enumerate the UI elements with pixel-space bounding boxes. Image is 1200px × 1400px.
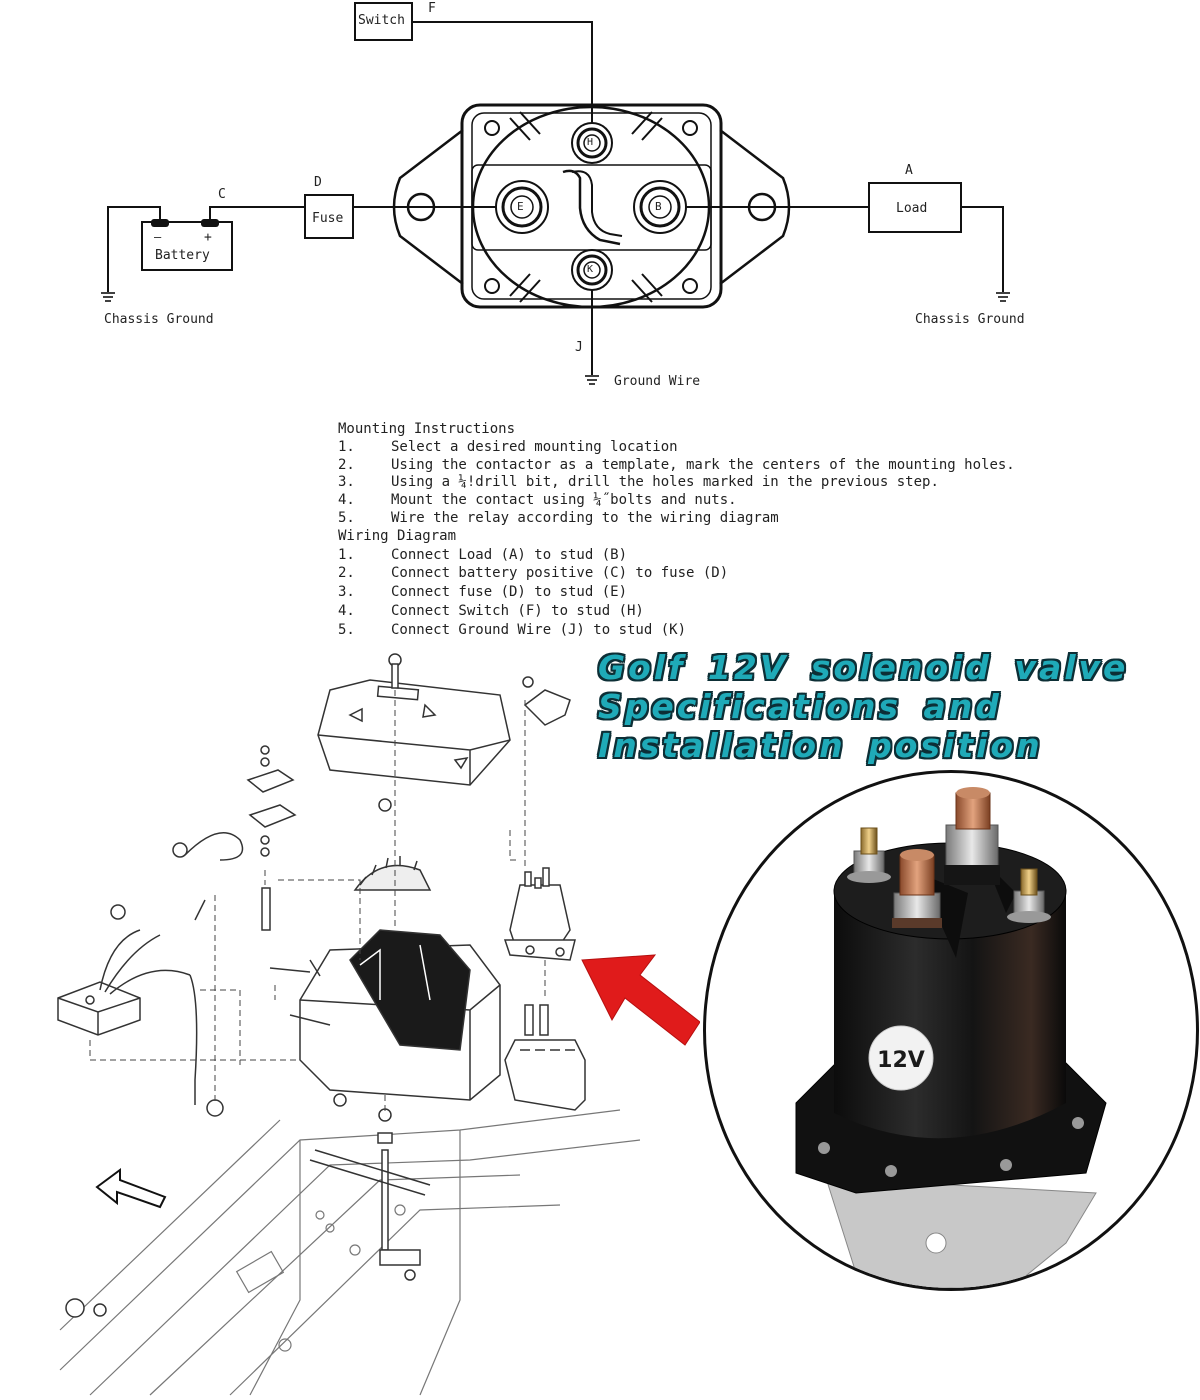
stud-b-label: B (655, 200, 662, 213)
wiring-step: 4.Connect Switch (F) to stud (H) (338, 602, 644, 619)
stud-k (571, 249, 613, 291)
battery-positive-terminal (201, 219, 219, 227)
letter-f: F (428, 1, 436, 16)
wiring-diagram (101, 2, 1010, 385)
small-stud-right (1007, 868, 1051, 923)
load-label: Load (896, 201, 928, 216)
voltage-badge-label: 12V (877, 1048, 925, 1073)
headline-line-3: Installation position (598, 726, 1043, 765)
ground-wire-label: Ground Wire (614, 374, 701, 389)
chassis-ground-right-label: Chassis Ground (915, 312, 1025, 327)
battery-label: Battery (155, 248, 210, 263)
wiring-step: 2.Connect battery positive (C) to fuse (… (338, 565, 729, 582)
stud-k-label: K (587, 264, 594, 275)
chassis-frame (59, 1109, 641, 1396)
ground-symbol-right (996, 292, 1010, 302)
exploded-installation-diagram (57, 653, 700, 1396)
large-stud-left (892, 849, 942, 928)
top-cover (317, 679, 511, 786)
mounting-step: 3.Using a ¼!drill bit, drill the holes m… (338, 474, 939, 491)
hardware-stack (65, 653, 571, 1318)
wiring-step: 3.Connect fuse (D) to stud (E) (338, 584, 628, 601)
ground-symbol-bottom (585, 375, 599, 385)
stud-e-label: E (517, 200, 524, 213)
mounting-step: 4.Mount the contact using ¼˝bolts and nu… (338, 492, 737, 509)
instructions-block: Mounting Instructions 1.Select a desired… (338, 421, 1015, 640)
stud-b (633, 180, 687, 234)
wire-load-ground (961, 206, 1004, 292)
wiring-step: 1.Connect Load (A) to stud (B) (338, 546, 628, 563)
battery-negative-terminal (151, 219, 169, 227)
ground-symbol-left (101, 292, 115, 302)
fuse-box (304, 194, 354, 239)
mounting-step: 5.Wire the relay according to the wiring… (338, 509, 779, 526)
headline: Golf 12V solenoid valve Specifications a… (598, 648, 1128, 765)
stud-h (571, 122, 613, 164)
wire-battery-ground (107, 206, 161, 292)
controller-module (57, 981, 141, 1036)
fuse-label: Fuse (312, 211, 344, 226)
wiring-diagram-title: Wiring Diagram (338, 527, 457, 544)
wire-switch-h (412, 21, 593, 142)
load-box (868, 182, 962, 233)
battery-plus-sign: + (204, 230, 212, 245)
diagram-solenoid (503, 867, 576, 961)
direction-arrow-icon (95, 1168, 167, 1209)
product-photo-circle (703, 770, 1199, 1291)
stud-h-label: H (587, 137, 594, 148)
stud-e (495, 180, 549, 234)
wire-harness (99, 832, 244, 1117)
solenoid-photo (795, 787, 1107, 1288)
voltage-badge (868, 1025, 934, 1091)
letter-d: D (314, 175, 322, 190)
wire-battery-fuse (209, 206, 305, 222)
battery-box (141, 221, 233, 271)
mounting-step: 2.Using the contactor as a template, mar… (338, 456, 1015, 473)
headline-line-1: Golf 12V solenoid valve (598, 648, 1129, 687)
solenoid-top-view (392, 103, 791, 309)
battery-minus-sign: — (154, 230, 162, 244)
wiring-step: 5.Connect Ground Wire (J) to stud (K) (338, 621, 687, 638)
mounting-step: 1.Select a desired mounting location (338, 438, 678, 455)
large-stud-right (944, 787, 1000, 885)
letter-j: J (575, 340, 583, 355)
terminal-block (504, 1004, 586, 1111)
chassis-ground-left-label: Chassis Ground (104, 312, 214, 327)
letter-a: A (905, 163, 913, 178)
red-pointer-arrow-icon (581, 954, 700, 1046)
small-stud-left (847, 827, 891, 883)
mounting-title: Mounting Instructions (338, 421, 516, 437)
headline-line-2: Specifications and (598, 687, 1002, 726)
mounting-plate (825, 1177, 1097, 1288)
switch-label: Switch (358, 13, 405, 28)
letter-c: C (218, 187, 226, 202)
switch-box (354, 2, 413, 41)
